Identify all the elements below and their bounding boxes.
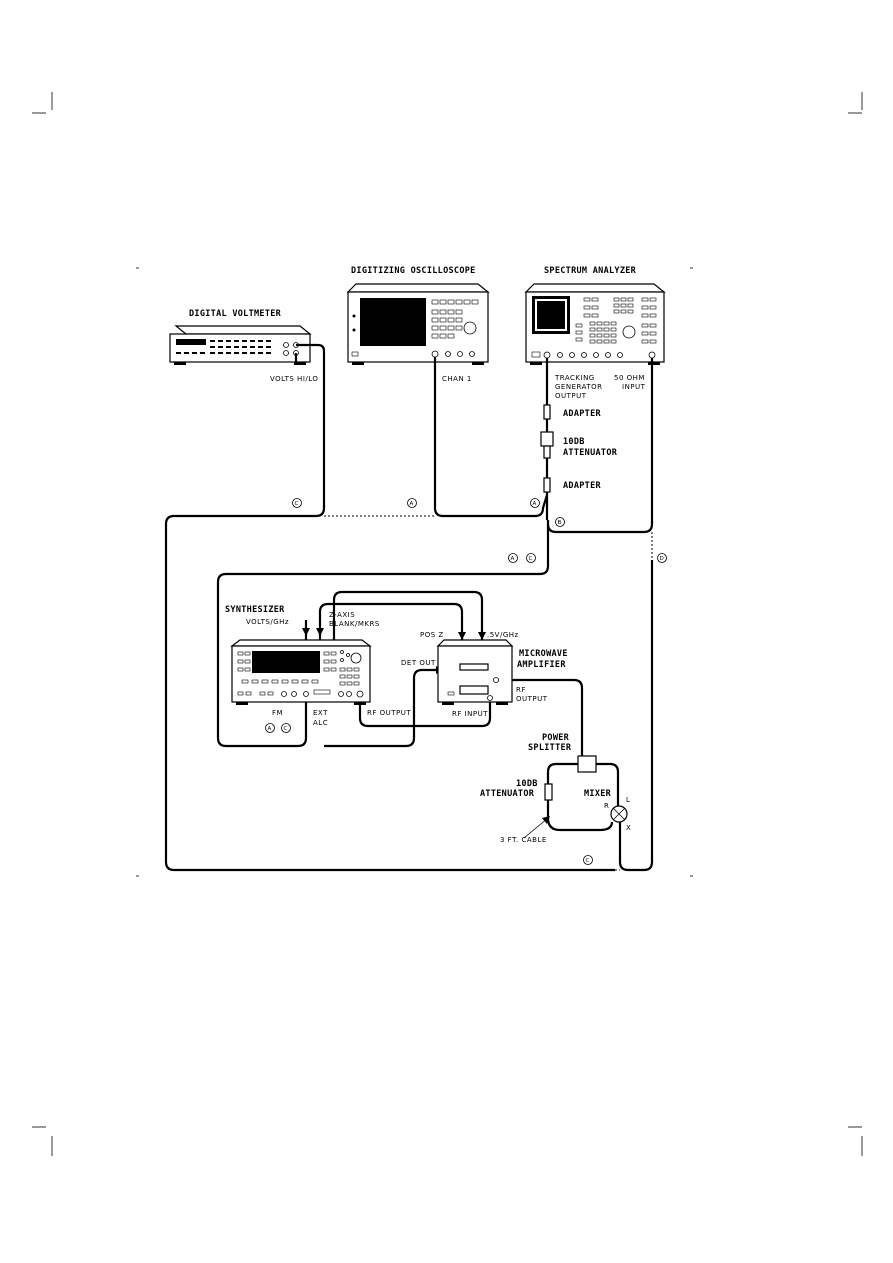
synthesizer (230, 639, 372, 705)
ohm-input-label-2: INPUT (622, 383, 646, 391)
analyzer-title: SPECTRUM ANALYZER (544, 266, 637, 276)
power-splitter (577, 755, 597, 773)
tracking-gen-label-3: OUTPUT (555, 392, 587, 400)
digitizing-oscilloscope (346, 283, 490, 365)
half-volt-label: .5V/GHz (487, 631, 519, 639)
oscilloscope-title: DIGITIZING OSCILLOSCOPE (351, 266, 476, 276)
adapter-top (543, 404, 551, 420)
tracking-gen-label-1: TRACKING (554, 374, 595, 382)
svg-text:C: C (529, 556, 533, 562)
volts-ghz-connector (303, 691, 309, 697)
attenuator2-label-1: 10DB (516, 779, 538, 789)
marker-c-loop: C (526, 553, 536, 563)
splitter-title-1: POWER (542, 733, 570, 743)
det-out-label: DET OUT (401, 659, 436, 667)
svg-text:C: C (284, 726, 288, 732)
amp-rf-output-label-1: RF (516, 686, 526, 694)
cables (164, 343, 654, 872)
marker-d-right: D (657, 553, 667, 563)
digital-voltmeter-title: DIGITAL VOLTMETER (189, 309, 282, 319)
fm-connector (281, 691, 287, 697)
svg-text:B: B (558, 520, 562, 526)
marker-c-bottom: C (583, 855, 593, 865)
adapter-bottom-label: ADAPTER (563, 481, 602, 491)
fm-label: FM (272, 709, 283, 717)
amp-rf-output-connector (493, 677, 499, 683)
marker-a-loop: A (508, 553, 518, 563)
svg-text:D: D (660, 556, 664, 562)
attenuator-label-2: ATTENUATOR (563, 448, 618, 458)
splitter-title-2: SPLITTER (528, 743, 572, 753)
volts-ghz-label: VOLTS/GHz (246, 618, 289, 626)
marker-a-scope: A (407, 498, 417, 508)
marker-c-synth: C (281, 723, 291, 733)
chan1-label: CHAN 1 (442, 375, 472, 383)
synth-rf-output-connector (356, 690, 364, 698)
cable-note-label: 3 FT. CABLE (500, 836, 547, 844)
digital-voltmeter (169, 325, 312, 365)
volts-hilo-label: VOLTS HI/LO (270, 375, 318, 383)
ext-alc-label-1: EXT (313, 709, 328, 717)
mixer-l-label: L (626, 796, 630, 804)
attenuator2-label-2: ATTENUATOR (480, 789, 535, 799)
mixer (610, 805, 628, 823)
zaxis-label-1: Z-AXIS (329, 611, 355, 619)
tracking-gen-label-2: GENERATOR (555, 383, 602, 391)
amp-rf-output-label-2: OUTPUT (516, 695, 548, 703)
svg-text:A: A (268, 726, 272, 732)
marker-c-top: C (292, 498, 302, 508)
amp-rf-input-connector (487, 695, 493, 701)
svg-text:C: C (295, 501, 299, 507)
zaxis-label-2: BLANK/MKRS (329, 620, 380, 628)
svg-text:A: A (410, 501, 414, 507)
svg-text:A: A (511, 556, 515, 562)
synth-rf-output-label: RF OUTPUT (367, 709, 411, 717)
amp-rf-input-label: RF INPUT (452, 710, 488, 718)
synthesizer-title: SYNTHESIZER (225, 605, 285, 615)
marker-a-analyzer: A (530, 498, 540, 508)
attenuator-10db (540, 431, 554, 459)
ohm-input-label-1: 50 OHM (614, 374, 645, 382)
attenuator-10db-lower (544, 783, 553, 801)
marker-b-analyzer: B (555, 517, 565, 527)
spectrum-analyzer (524, 283, 666, 365)
ext-alc-label-2: ALC (313, 719, 328, 727)
amplifier-title-2: AMPLIFIER (517, 660, 566, 670)
marker-a-synth: A (265, 723, 275, 733)
mixer-x-label: X (626, 824, 631, 832)
svg-text:C: C (586, 858, 590, 864)
microwave-amplifier (436, 639, 514, 705)
crop-marks (32, 92, 863, 1156)
adapter-top-label: ADAPTER (563, 409, 602, 419)
mixer-title: MIXER (584, 789, 612, 799)
pos-z-label: POS Z (420, 631, 444, 639)
attenuator-label-1: 10DB (563, 437, 585, 447)
amplifier-title-1: MICROWAVE (519, 649, 568, 659)
svg-text:A: A (533, 501, 537, 507)
mixer-r-label: R (604, 802, 609, 810)
adapter-bottom (543, 477, 551, 493)
